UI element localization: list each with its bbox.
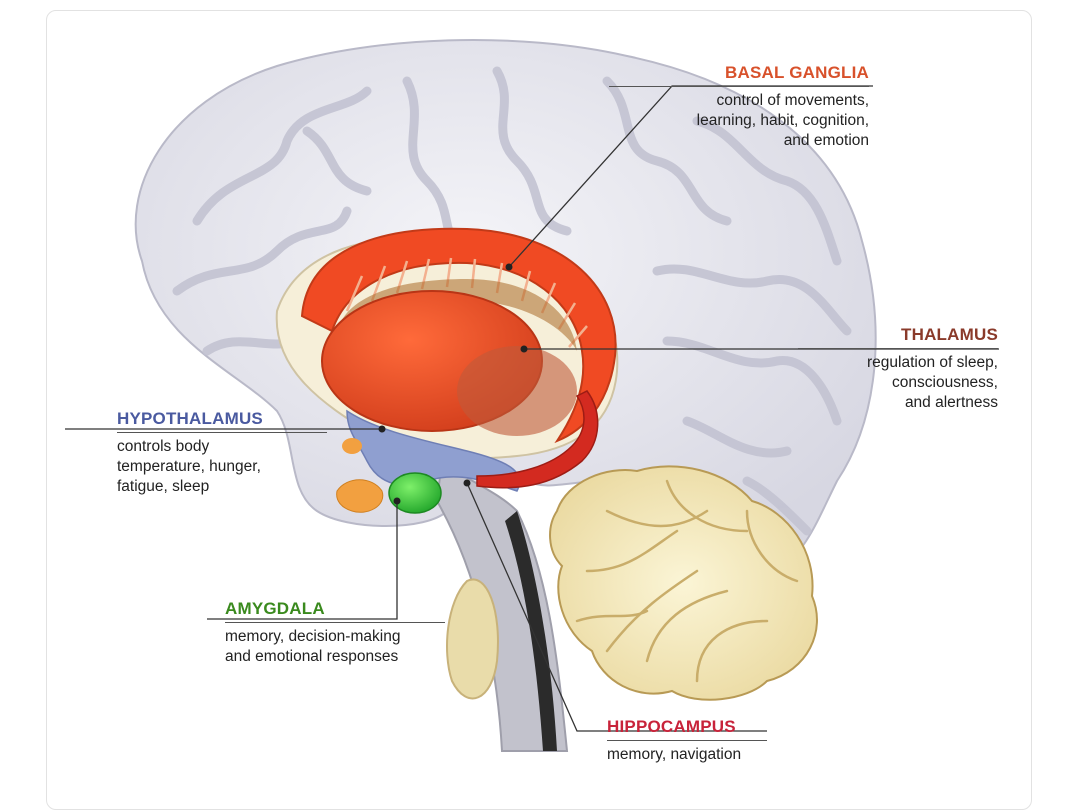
label-title: HIPPOCAMPUS xyxy=(607,717,767,741)
label-title: HYPOTHALAMUS xyxy=(117,409,327,433)
desc-line: and emotional responses xyxy=(225,648,399,665)
label-title: AMYGDALA xyxy=(225,599,445,623)
label-hippocampus: HIPPOCAMPUS memory, navigation xyxy=(607,717,767,765)
basal-ganglia-shape xyxy=(300,227,617,444)
desc-line: and alertness xyxy=(904,394,998,411)
desc-line: consciousness, xyxy=(892,374,998,391)
desc-line: temperature, hunger, xyxy=(117,458,261,475)
label-basal-ganglia: BASAL GANGLIA control of movements, lear… xyxy=(609,63,869,151)
brainstem-dark xyxy=(505,511,557,751)
label-hypothalamus: HYPOTHALAMUS controls body temperature, … xyxy=(117,409,327,497)
label-thalamus: THALAMUS regulation of sleep, consciousn… xyxy=(798,325,998,413)
desc-line: memory, navigation xyxy=(607,746,742,763)
leader-dots xyxy=(378,263,528,505)
desc-line: learning, habit, cognition, xyxy=(696,112,869,129)
desc-line: memory, decision-making xyxy=(225,628,401,645)
brain-illustration xyxy=(65,39,999,752)
pituitary-shape xyxy=(336,479,384,513)
label-desc: controls body temperature, hunger, fatig… xyxy=(117,433,327,497)
desc-line: fatigue, sleep xyxy=(117,478,210,495)
desc-line: control of movements, xyxy=(716,92,869,109)
diagram-card: BASAL GANGLIA control of movements, lear… xyxy=(46,10,1032,810)
nucleus-small xyxy=(342,438,362,454)
label-desc: regulation of sleep, consciousness, and … xyxy=(798,349,998,413)
label-desc: control of movements, learning, habit, c… xyxy=(609,87,869,151)
desc-line: controls body xyxy=(117,438,210,455)
label-title: BASAL GANGLIA xyxy=(609,63,869,87)
pons-shape xyxy=(446,578,499,700)
thalamus-inner xyxy=(457,346,577,436)
desc-line: regulation of sleep, xyxy=(867,354,998,371)
label-desc: memory, decision-making and emotional re… xyxy=(225,623,445,667)
label-desc: memory, navigation xyxy=(607,741,767,765)
amygdala-shape xyxy=(388,472,442,514)
label-amygdala: AMYGDALA memory, decision-making and emo… xyxy=(225,599,445,667)
leader-lines xyxy=(65,85,999,732)
hippocampus-shape xyxy=(476,390,599,489)
cerebellum-branches xyxy=(575,479,799,683)
desc-line: and emotion xyxy=(783,132,869,149)
label-title: THALAMUS xyxy=(798,325,998,349)
cerebellum-shape xyxy=(549,465,818,701)
